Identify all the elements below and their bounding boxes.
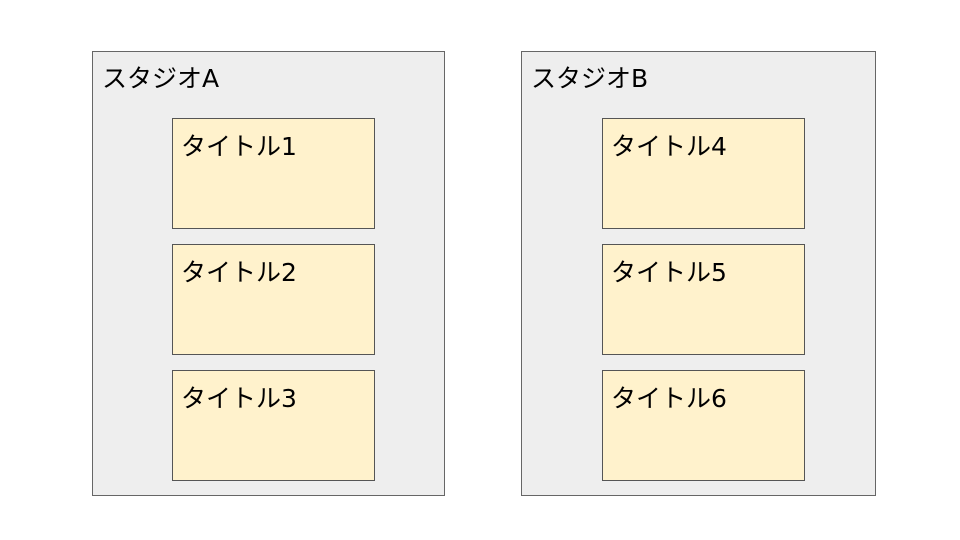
title-card-1: タイトル1 (172, 118, 375, 229)
studio-box-b: スタジオB タイトル4 タイトル5 タイトル6 (521, 51, 876, 496)
title-card-label: タイトル6 (611, 384, 727, 413)
title-card-label: タイトル1 (181, 132, 297, 161)
studio-box-a: スタジオA タイトル1 タイトル2 タイトル3 (92, 51, 445, 496)
studio-title: スタジオB (531, 64, 649, 93)
title-card-4: タイトル4 (602, 118, 805, 229)
title-card-label: タイトル4 (611, 132, 727, 161)
title-card-label: タイトル2 (181, 258, 297, 287)
title-card-2: タイトル2 (172, 244, 375, 355)
title-card-5: タイトル5 (602, 244, 805, 355)
title-card-6: タイトル6 (602, 370, 805, 481)
title-card-label: タイトル5 (611, 258, 727, 287)
studio-title: スタジオA (102, 64, 220, 93)
title-card-3: タイトル3 (172, 370, 375, 481)
title-card-label: タイトル3 (181, 384, 297, 413)
